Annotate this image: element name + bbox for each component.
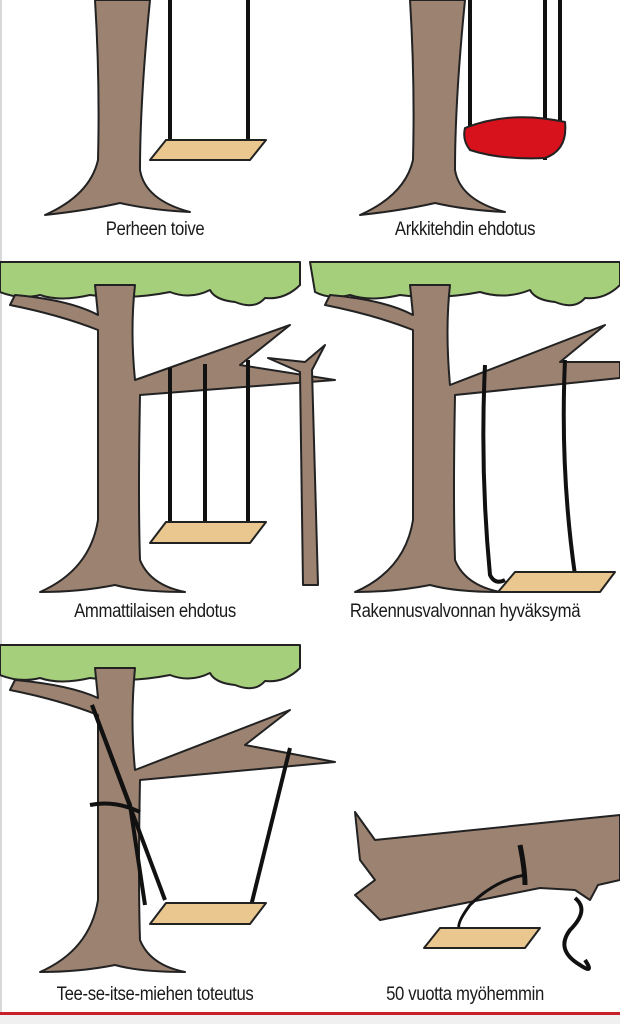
caption-ammattilaisen-ehdotus: Ammattilaisen ehdotus xyxy=(74,601,236,622)
caption-perheen-toive: Perheen toive xyxy=(105,219,205,240)
caption-rakennusvalvonnan-hyvaksyma: Rakennusvalvonnan hyväksymä xyxy=(349,601,581,622)
red-divider-rule xyxy=(0,1012,620,1015)
caption-arkkitehdin-ehdotus: Arkkitehdin ehdotus xyxy=(394,219,536,240)
panel-5-seat xyxy=(149,902,267,925)
caption-tee-se-itse: Tee-se-itse-miehen toteutus xyxy=(56,984,254,1005)
panel-6-seat xyxy=(423,927,541,949)
panel-1-tree xyxy=(44,0,191,216)
panel-5-tree xyxy=(9,667,336,973)
left-edge xyxy=(0,0,2,1012)
panel-1-seat xyxy=(149,139,267,161)
panel-5-foliage xyxy=(0,644,301,690)
panel-6-fallen-tree xyxy=(354,811,620,921)
footer-strip xyxy=(0,1015,620,1024)
panel-4-foliage xyxy=(309,261,620,307)
panel-3-seat xyxy=(149,521,267,544)
panel-3-tree xyxy=(9,284,336,593)
panel-3-foliage xyxy=(0,261,301,307)
panel-4-tree xyxy=(324,284,620,593)
panel-3-support-post xyxy=(267,344,326,586)
panel-2-red-seat xyxy=(463,116,567,160)
caption-50-vuotta-myohemmin: 50 vuotta myöhemmin xyxy=(386,984,544,1005)
panel-4-seat xyxy=(497,571,616,593)
panel-2-tree xyxy=(359,0,506,216)
